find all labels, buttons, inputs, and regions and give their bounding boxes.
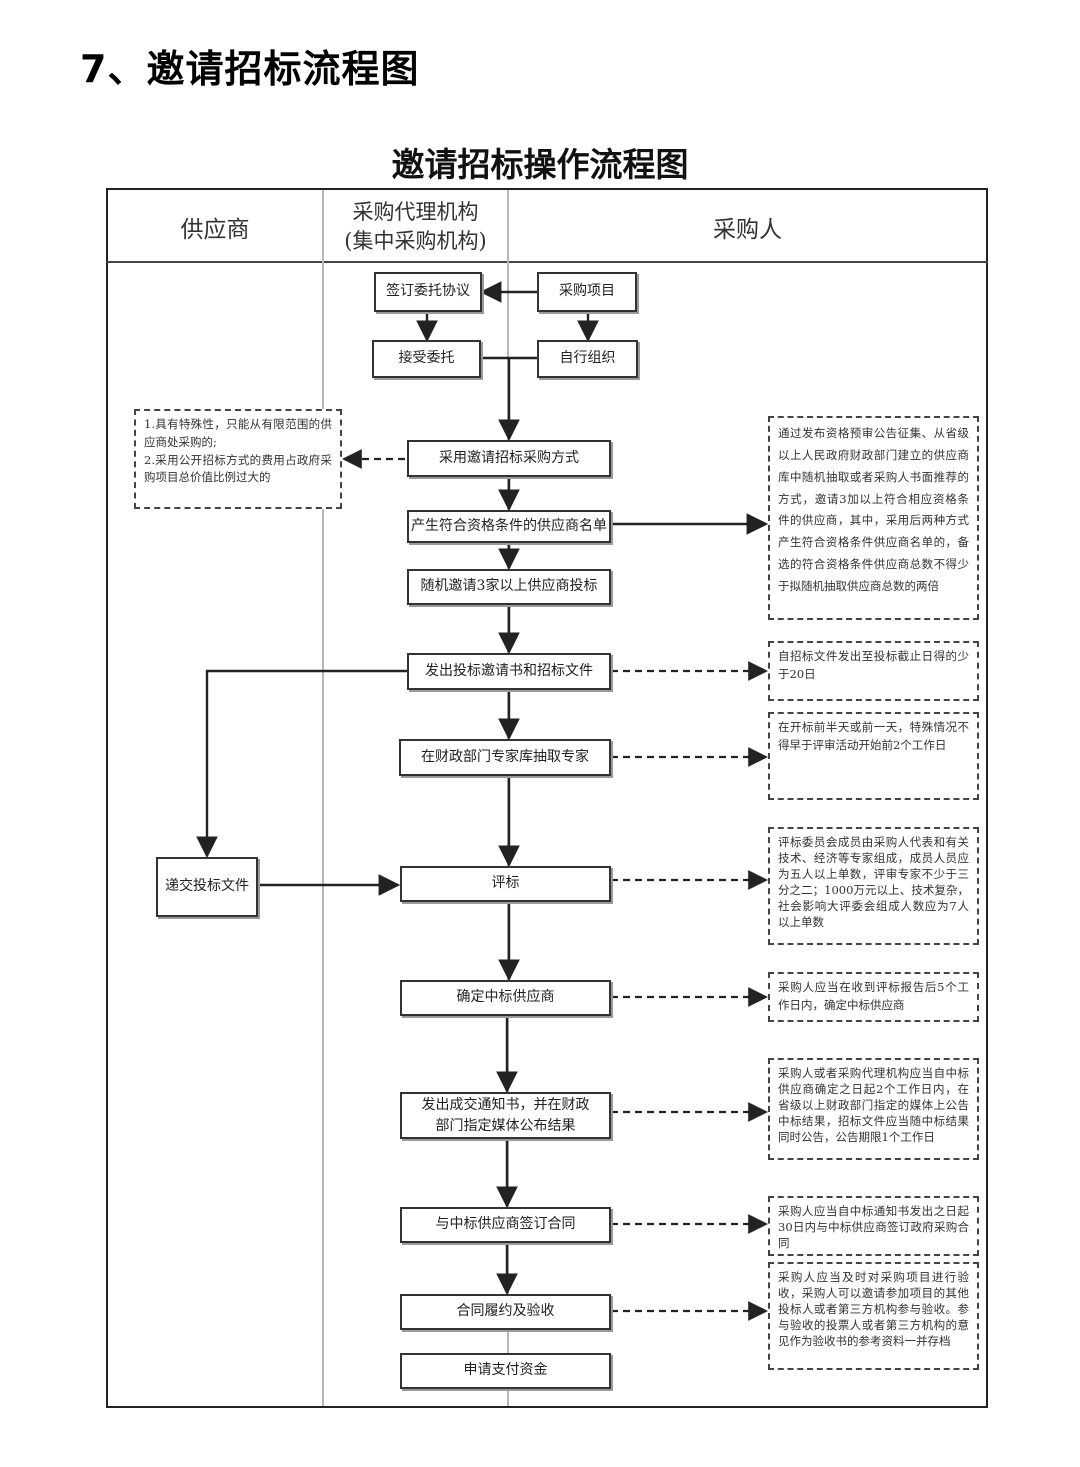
note-winner-timing: 采购人应当在收到评标报告后5个工作日内，确定中标供应商 bbox=[768, 972, 979, 1022]
note-conditions-line2: 2.采用公开招标方式的费用占政府采购项目总价值比例过大的 bbox=[144, 452, 332, 485]
header-separator bbox=[106, 261, 988, 263]
page-heading: 7、邀请招标流程图 bbox=[80, 47, 420, 91]
note-contract-timing: 采购人应当自中标通知书发出之日起30日内与中标供应商签订政府采购合同 bbox=[768, 1196, 979, 1256]
note-deadline: 自招标文件发出至投标截止日得的少于20日 bbox=[768, 641, 979, 701]
step-procurement-project: 采购项目 bbox=[537, 272, 637, 312]
diagram-title: 邀请招标操作流程图 bbox=[391, 145, 689, 184]
lane-label-supplier: 供应商 bbox=[180, 217, 250, 243]
step-invite-suppliers: 随机邀请3家以上供应商投标 bbox=[407, 569, 611, 605]
step-accept-entrust: 接受委托 bbox=[372, 340, 481, 378]
note-expert-timing: 在开标前半天或前一天，特殊情况不得早于评审活动开始前2个工作日 bbox=[768, 712, 979, 800]
step-publish-notice-line2: 部门指定媒体公布结果 bbox=[435, 1117, 576, 1134]
step-extract-experts: 在财政部门专家库抽取专家 bbox=[399, 739, 611, 776]
note-announcement: 采购人或者采购代理机构应当自中标供应商确定之日起2个工作日内，在省级以上财政部门… bbox=[768, 1058, 979, 1160]
step-evaluation: 评标 bbox=[400, 866, 611, 902]
note-conditions: 1.具有特殊性，只能从有限范围的供应商处采购的; 2.采用公开招标方式的费用占政… bbox=[134, 409, 342, 509]
lane-divider-left bbox=[322, 190, 324, 1406]
note-qualification: 通过发布资格预审公告征集、从省级以上人民政府财政部门建立的供应商库中随机抽取或者… bbox=[768, 416, 979, 620]
step-publish-notice-line1: 发出成交通知书，并在财政 bbox=[421, 1097, 590, 1114]
note-acceptance-rule: 采购人应当及时对采购项目进行验收，采购人可以邀请参加项目的其他投标人或者第三方机… bbox=[768, 1262, 979, 1370]
step-produce-list: 产生符合资格条件的供应商名单 bbox=[407, 510, 611, 543]
diagram-frame bbox=[106, 188, 988, 1408]
step-sign-contract: 与中标供应商签订合同 bbox=[400, 1207, 611, 1243]
step-self-organize: 自行组织 bbox=[537, 340, 638, 378]
step-issue-docs: 发出投标邀请书和招标文件 bbox=[407, 653, 611, 690]
step-sign-agreement: 签订委托协议 bbox=[374, 272, 482, 312]
step-submit-bids: 递交投标文件 bbox=[156, 857, 258, 917]
note-committee: 评标委员会成员由采购人代表和有关技术、经济等专家组成，成员人员应为五人以上单数，… bbox=[768, 827, 979, 945]
lane-label-purchaser: 采购人 bbox=[713, 217, 782, 243]
step-acceptance: 合同履约及验收 bbox=[400, 1294, 611, 1330]
step-publish-notice: 发出成交通知书，并在财政 部门指定媒体公布结果 bbox=[400, 1092, 611, 1139]
step-adopt-method: 采用邀请招标采购方式 bbox=[407, 440, 611, 477]
arrow-docs-to-supplier bbox=[196, 669, 407, 859]
lane-label-agency: 采购代理机构 (集中采购机构) bbox=[324, 198, 507, 256]
note-conditions-line1: 1.具有特殊性，只能从有限范围的供应商处采购的; bbox=[144, 417, 332, 449]
lane-label-agency-line2: (集中采购机构) bbox=[344, 229, 487, 253]
lane-label-agency-line1: 采购代理机构 bbox=[352, 200, 479, 224]
step-determine-winner: 确定中标供应商 bbox=[400, 980, 611, 1016]
step-payment: 申请支付资金 bbox=[400, 1353, 611, 1389]
